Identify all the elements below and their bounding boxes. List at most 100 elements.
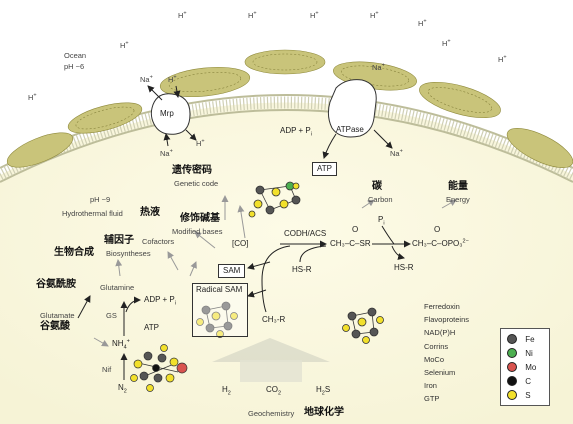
proton-symbol: H — [442, 39, 448, 48]
mo-swatch — [507, 362, 517, 372]
fluid-label-cn: 热液 — [140, 207, 160, 218]
sodium-charge: + — [399, 148, 403, 155]
geochemistry-label: Geochemistry — [248, 409, 295, 418]
membrane-adp-pi: ADP + Pi — [280, 126, 312, 138]
nh4-charge: + — [126, 338, 130, 345]
genetic-code-cn: 遗传密码 — [172, 165, 212, 176]
modified-bases-label: Modified bases — [172, 227, 223, 236]
fe-swatch — [507, 334, 517, 344]
energy-cn: 能量 — [448, 181, 468, 192]
adp-pi-text: ADP + P — [280, 126, 311, 135]
nif-label: Nif — [102, 365, 112, 374]
carbon-label: Carbon — [368, 195, 393, 204]
cofactors-cn: 辅因子 — [104, 235, 134, 246]
proton-charge: + — [375, 10, 379, 17]
carbon-pi-label: Pi — [378, 215, 385, 227]
pi-subscript: i — [383, 220, 385, 227]
biosyntheses-cn: 生物合成 — [54, 247, 94, 258]
element-legend: Fe Ni Mo C S — [500, 328, 550, 406]
thioester-carbonyl: O — [352, 225, 359, 234]
glutamine-cn: 谷氨酰胺 — [36, 279, 76, 290]
mrp-na-into-arrow — [163, 133, 171, 147]
proton-symbol: H — [248, 11, 254, 20]
pi-symbol: P — [378, 215, 384, 224]
radical-sam-box — [192, 283, 248, 337]
fluid-label: Hydrothermal fluid — [62, 209, 123, 218]
h2-subscript: 2 — [227, 390, 231, 397]
ocean-ph-label: pH ~6 — [64, 62, 85, 71]
sodium-charge: + — [169, 148, 173, 155]
arrow-hsr-in — [299, 245, 327, 263]
proton-charge: + — [173, 74, 177, 81]
cofactor-item: Ferredoxin — [424, 302, 460, 311]
proton-symbol: H — [418, 19, 424, 28]
sodium-charge: + — [381, 62, 385, 69]
arrow-to-sam — [247, 261, 271, 270]
sodium-symbol: Na — [160, 149, 170, 158]
arrow-to-energy — [441, 199, 457, 209]
geochemistry-arrow — [212, 338, 330, 362]
biosyntheses-label: Biosyntheses — [106, 249, 151, 258]
genetic-code-label: Genetic code — [174, 179, 219, 188]
proton-11: H+ — [196, 138, 205, 148]
arrow-to-radical-sam — [247, 289, 267, 298]
atpase-na-in: Na+ — [390, 148, 403, 158]
n2-label: N2 — [118, 384, 127, 395]
geochemistry-arrow-shaft — [240, 360, 302, 382]
proton-charge: + — [201, 138, 205, 145]
adp-pi-text: ADP + P — [144, 295, 175, 304]
proton-5: H+ — [418, 18, 427, 28]
arrow-to-modified-bases — [194, 231, 216, 249]
arrow-to-biosyntheses — [115, 259, 123, 277]
co2-subscript: 2 — [278, 390, 282, 397]
legend-label: Ni — [525, 348, 533, 358]
proton-symbol: H — [196, 139, 202, 148]
h2s-subscript: 2 — [321, 390, 325, 397]
modified-bases-cn: 修饰碱基 — [180, 213, 220, 224]
proton-symbol: H — [370, 11, 376, 20]
mrp-h-in-arrow — [185, 129, 197, 141]
acetyl-phosphate-carbonyl: O — [434, 225, 441, 234]
proton-8: H+ — [498, 55, 507, 64]
glutamate-label: Glutamate — [40, 311, 75, 320]
arrow-to-cofactors — [167, 251, 179, 271]
proton-symbol: H — [498, 55, 504, 64]
acetyl-phosphate-label: CH₃–C–OPO₃2− — [412, 239, 469, 248]
legend-item-c: C — [507, 376, 531, 386]
arrow-hsr-out — [391, 245, 405, 260]
nh4-symbol: NH — [112, 339, 124, 348]
cofactor-item: Corrins — [424, 341, 449, 351]
sodium-symbol: Na — [372, 63, 382, 72]
geochemistry-cn: 地球化学 — [304, 407, 344, 418]
s-swatch — [507, 390, 517, 400]
thioester-label: CH₃–C–SR — [330, 239, 371, 248]
mrp-na-out: Na+ — [140, 75, 153, 84]
energy-label: Energy — [446, 195, 470, 204]
radical-sam-label: Radical SAM — [196, 285, 243, 294]
cofactor-list: Ferredoxin Flavoproteins NAD(P)H Corrins… — [424, 300, 469, 406]
proton-charge: + — [315, 10, 319, 17]
h2-label: H2 — [222, 386, 231, 397]
membrane-inner — [0, 109, 573, 183]
arrow-pi-in — [381, 225, 395, 245]
atpase-label: ATPase — [336, 125, 364, 134]
glutamate-cn: 谷氨酸 — [40, 321, 70, 332]
co2-label: CO2 — [266, 386, 282, 397]
arrow-sam-loop — [261, 245, 291, 313]
atpase-atp-arrow — [322, 133, 337, 159]
acetyl-phosphate-text: CH₃–C–OPO₃ — [412, 239, 463, 248]
ni-swatch — [507, 348, 517, 358]
cofactor-item: Flavoproteins — [424, 315, 470, 325]
arrow-to-carbon — [361, 199, 375, 209]
atp-box: ATP — [312, 162, 337, 176]
sam-box: SAM — [218, 264, 246, 278]
sodium-symbol: Na — [390, 149, 400, 158]
codh-label: CODH/ACS — [284, 229, 327, 238]
proton-charge: + — [423, 18, 427, 25]
proton-symbol: H — [168, 75, 174, 84]
arrow-glutamate-in — [93, 337, 109, 347]
mrp-h-into-arrow — [173, 85, 181, 98]
atpase-na-in-arrow — [373, 129, 393, 149]
proton-charge: + — [447, 38, 451, 45]
